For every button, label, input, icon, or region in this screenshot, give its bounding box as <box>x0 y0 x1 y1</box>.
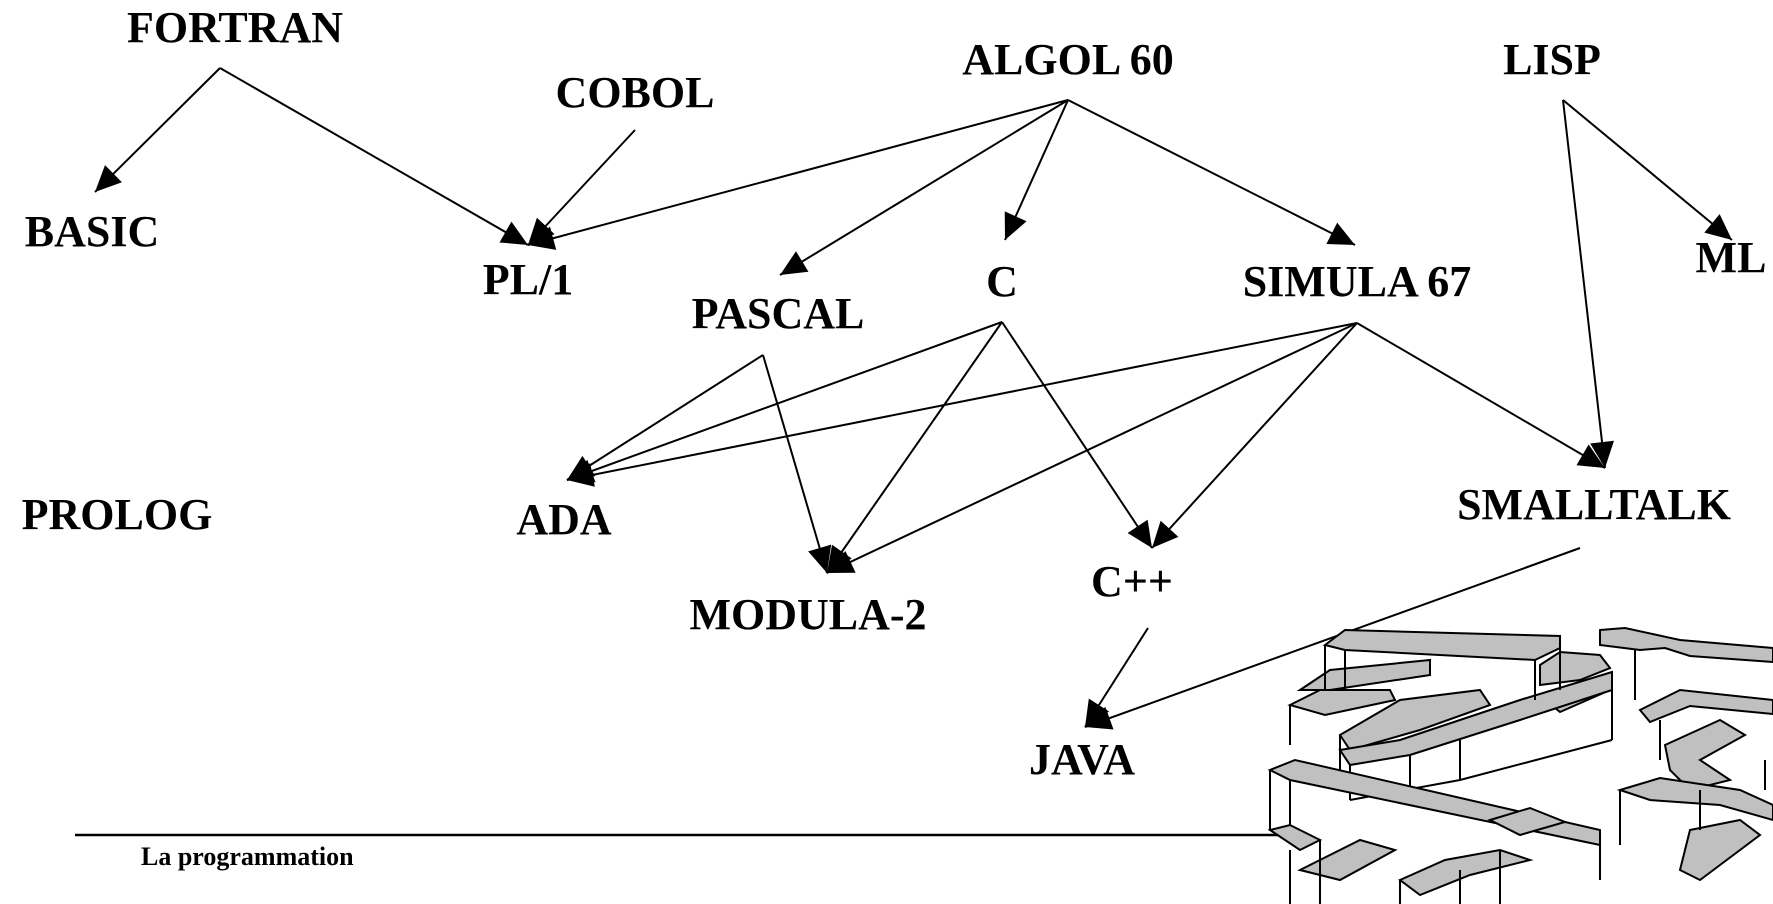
node-ml: ML <box>1695 233 1767 282</box>
node-lisp: LISP <box>1503 35 1601 84</box>
edge-c-to-cpp <box>1001 321 1153 549</box>
edge-pascal-to-modula2 <box>762 354 828 574</box>
node-ada: ADA <box>516 495 612 544</box>
arrowhead-fortran-to-basic <box>95 165 122 192</box>
arrowhead-cobol-to-pl1 <box>528 217 555 245</box>
edge-algol60-to-pl1 <box>527 99 1069 246</box>
node-prolog: PROLOG <box>21 490 213 539</box>
edge-simula67-to-ada <box>566 322 1358 481</box>
edge-simula67-to-cpp <box>1151 322 1358 549</box>
arrowhead-algol60-to-c <box>1004 211 1027 240</box>
arrowhead-lisp-to-smalltalk <box>1590 440 1614 468</box>
arrowhead-lisp-to-ml <box>1704 214 1732 240</box>
edge-algol60-to-pascal <box>779 99 1069 276</box>
node-cobol: COBOL <box>555 68 715 117</box>
arrowhead-algol60-to-pascal <box>780 251 809 275</box>
arrowhead-algol60-to-simula67 <box>1326 222 1355 245</box>
edge-lisp-to-ml <box>1562 99 1733 241</box>
edge-c-to-modula2 <box>826 321 1003 574</box>
edge-simula67-to-smalltalk <box>1356 322 1606 469</box>
arrowhead-pascal-to-modula2 <box>808 544 832 573</box>
edge-pascal-to-ada <box>566 354 764 481</box>
arrowhead-smalltalk-to-java <box>1085 706 1114 730</box>
arrowhead-simula67-to-modula2 <box>827 551 856 573</box>
edge-smalltalk-to-java <box>1084 547 1581 728</box>
node-algol60: ALGOL 60 <box>962 35 1174 84</box>
node-modula2: MODULA-2 <box>689 590 927 639</box>
edge-fortran-to-pl1 <box>219 67 529 246</box>
edge-cobol-to-pl1 <box>527 129 636 246</box>
node-c: C <box>986 257 1018 306</box>
maze-icon <box>1267 626 1773 904</box>
node-cpp: C++ <box>1091 557 1173 606</box>
edge-algol60-to-simula67 <box>1067 99 1356 246</box>
node-pl1: PL/1 <box>482 255 574 304</box>
edge-c-to-ada <box>566 321 1003 481</box>
node-simula67: SIMULA 67 <box>1242 257 1472 306</box>
footer-title: La programmation <box>141 842 354 871</box>
node-pascal: PASCAL <box>691 289 865 338</box>
arrowhead-fortran-to-pl1 <box>499 221 528 245</box>
edge-lisp-to-smalltalk <box>1562 99 1606 469</box>
arrowhead-simula67-to-ada <box>567 463 595 487</box>
arrowhead-simula67-to-cpp <box>1152 520 1179 548</box>
edge-simula67-to-modula2 <box>826 322 1358 574</box>
node-fortran: FORTRAN <box>126 3 344 52</box>
node-java: JAVA <box>1029 735 1135 784</box>
node-basic: BASIC <box>24 207 160 256</box>
arrowhead-c-to-cpp <box>1127 519 1152 548</box>
edge-layer <box>94 67 1733 730</box>
edge-fortran-to-basic <box>94 67 221 193</box>
arrowhead-cpp-to-java <box>1085 698 1110 727</box>
node-smalltalk: SMALLTALK <box>1457 480 1731 529</box>
arrowhead-simula67-to-smalltalk <box>1576 444 1605 468</box>
arrowhead-algol60-to-pl1 <box>528 226 557 250</box>
